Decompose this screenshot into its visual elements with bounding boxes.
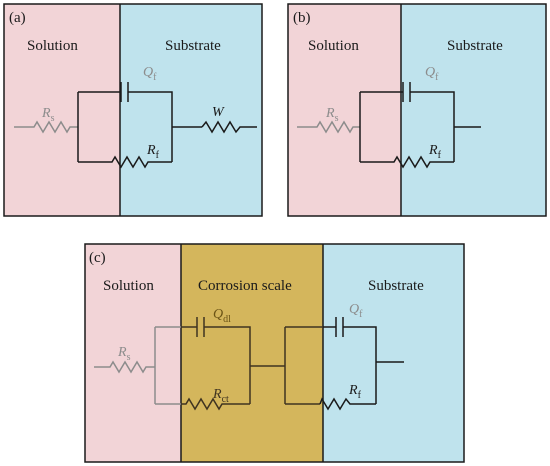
w-label: W bbox=[212, 105, 225, 120]
qdl-label: Qdl bbox=[213, 307, 231, 325]
rs-label: Rs bbox=[325, 106, 339, 124]
rs-resistor bbox=[14, 120, 78, 134]
qdl-rct-parallel-left bbox=[154, 326, 181, 405]
qf-symbol: Q bbox=[349, 302, 359, 317]
corrosion-scale-region bbox=[181, 244, 323, 462]
rf-label: Rf bbox=[428, 143, 442, 161]
solution-region bbox=[4, 4, 120, 216]
panel-c: (c) Solution Corrosion scale Substrate R… bbox=[84, 243, 465, 463]
rs-symbol: R bbox=[325, 106, 335, 121]
panel-border bbox=[3, 3, 263, 217]
substrate-region bbox=[401, 4, 546, 216]
solution-region bbox=[288, 4, 401, 216]
qf-rf-parallel bbox=[319, 317, 404, 411]
qf-symbol: Q bbox=[143, 65, 153, 80]
qf-rf-parallel bbox=[359, 82, 481, 169]
rf-subscript: f bbox=[358, 390, 362, 401]
rs-symbol: R bbox=[117, 345, 127, 360]
rs-subscript: s bbox=[335, 113, 339, 124]
rs-resistor bbox=[94, 360, 155, 374]
rf-resistor bbox=[78, 155, 172, 169]
rf-symbol: R bbox=[428, 143, 438, 158]
rs-subscript: s bbox=[51, 113, 55, 124]
qf-rf-parallel bbox=[77, 82, 257, 169]
substrate-label: Substrate bbox=[165, 38, 221, 54]
panel-b: (b) Solution Substrate Rs Qf Rf bbox=[287, 3, 547, 217]
corrosion-scale-label: Corrosion scale bbox=[198, 278, 292, 294]
panel-letter: (a) bbox=[9, 10, 26, 26]
panel-border bbox=[84, 243, 465, 463]
qf-subscript: f bbox=[359, 309, 363, 320]
rf-symbol: R bbox=[348, 383, 358, 398]
rf-symbol: R bbox=[146, 143, 156, 158]
panel-letter: (c) bbox=[89, 250, 106, 266]
substrate-label: Substrate bbox=[368, 278, 424, 294]
w-element bbox=[201, 120, 257, 134]
solution-label: Solution bbox=[103, 278, 154, 294]
rf-resistor bbox=[360, 155, 454, 169]
panel-letter: (b) bbox=[293, 10, 311, 26]
substrate-region bbox=[323, 244, 464, 462]
rf-label: Rf bbox=[348, 383, 362, 401]
rf-resistor bbox=[319, 397, 376, 411]
rct-resistor bbox=[181, 397, 250, 411]
qf-label: Qf bbox=[349, 302, 363, 320]
rs-symbol: R bbox=[41, 106, 51, 121]
panel-border bbox=[287, 3, 547, 217]
solution-label: Solution bbox=[308, 38, 359, 54]
qdl-symbol: Q bbox=[213, 307, 223, 322]
rs-resistor bbox=[297, 120, 360, 134]
rct-label: Rct bbox=[212, 387, 229, 405]
qf-label: Qf bbox=[143, 65, 157, 83]
qf-label: Qf bbox=[425, 65, 439, 83]
rs-subscript: s bbox=[127, 352, 131, 363]
rct-subscript: ct bbox=[222, 394, 229, 405]
qf-subscript: f bbox=[435, 72, 439, 83]
solution-region bbox=[85, 244, 181, 462]
qdl-subscript: dl bbox=[223, 314, 231, 325]
solution-label: Solution bbox=[27, 38, 78, 54]
rf-label: Rf bbox=[146, 143, 160, 161]
substrate-label: Substrate bbox=[447, 38, 503, 54]
rf-subscript: f bbox=[438, 150, 442, 161]
qf-symbol: Q bbox=[425, 65, 435, 80]
rs-label: Rs bbox=[117, 345, 131, 363]
rct-symbol: R bbox=[212, 387, 222, 402]
qf-subscript: f bbox=[153, 72, 157, 83]
panel-a: (a) Solution Substrate Rs Qf Rf W bbox=[3, 3, 263, 217]
substrate-region bbox=[120, 4, 262, 216]
rf-subscript: f bbox=[156, 150, 160, 161]
rs-label: Rs bbox=[41, 106, 55, 124]
qdl-rct-parallel bbox=[181, 317, 323, 411]
